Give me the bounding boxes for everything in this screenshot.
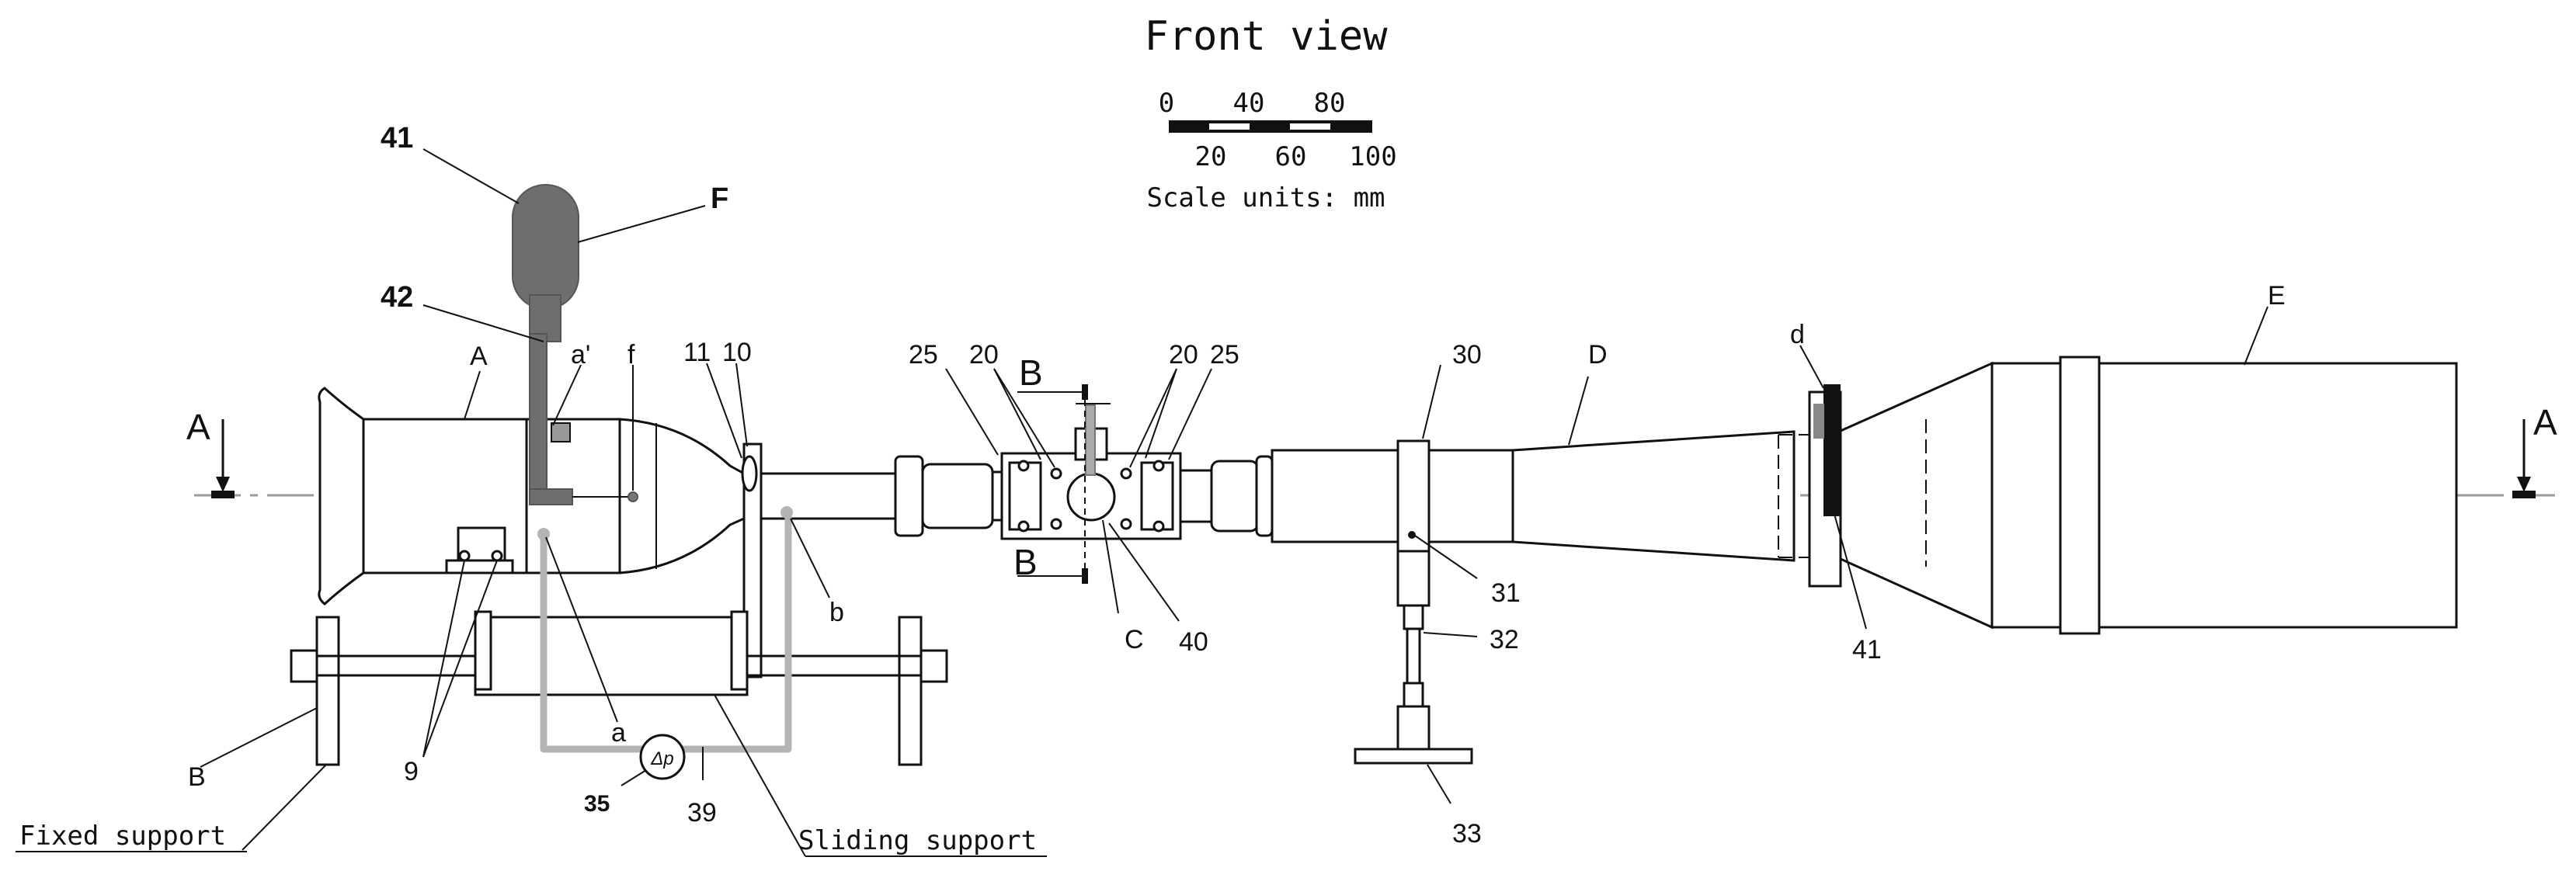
scale-tick-40: 40 [1233, 88, 1265, 119]
differential-pressure-gauge: Δp [639, 734, 686, 780]
section-a-right-label: A [2533, 402, 2557, 442]
section-a-left-label: A [186, 407, 210, 447]
duct-right [1179, 439, 1514, 553]
flange-d [1808, 384, 1842, 588]
label-f: f [627, 340, 635, 370]
dp-label: Δp [650, 748, 673, 769]
fixed-support-label: Fixed support [19, 821, 226, 852]
label-33: 33 [1452, 819, 1482, 849]
section-mark-a-right: A [2512, 402, 2557, 498]
label-a-prime: a' [571, 340, 590, 370]
scale-tick-80: 80 [1314, 88, 1346, 119]
label-41-bottom: 41 [1852, 635, 1882, 665]
probe-assembly [512, 184, 638, 505]
duct-left [894, 455, 1017, 537]
label-A-part: A [470, 342, 488, 371]
label-35: 35 [584, 791, 610, 817]
label-D: D [1588, 340, 1608, 370]
label-25-right: 25 [1210, 340, 1239, 370]
label-11: 11 [683, 338, 711, 367]
support-frame [290, 526, 948, 766]
scale-tick-20: 20 [1195, 141, 1227, 172]
valve-assembly [1000, 384, 1182, 584]
label-9: 9 [404, 757, 419, 786]
scale-tick-0: 0 [1159, 88, 1174, 119]
label-32: 32 [1490, 625, 1519, 654]
section-b-top-label: B [1019, 352, 1043, 393]
leader-lines [16, 148, 2268, 857]
label-42: 42 [381, 281, 413, 314]
section-e [1839, 356, 2458, 635]
diagram-title: Front view [1144, 13, 1388, 60]
sliding-support-label: Sliding support [798, 825, 1037, 856]
label-F: F [711, 182, 728, 215]
section-mark-a-left: A [186, 407, 235, 498]
label-41-top: 41 [381, 122, 413, 154]
scale-bar: 0 40 80 20 60 100 Scale units: mm [1146, 88, 1396, 213]
scale-tick-60: 60 [1275, 141, 1307, 172]
label-40: 40 [1179, 627, 1208, 657]
label-a: a [611, 718, 626, 748]
label-25-left: 25 [909, 340, 938, 370]
adjustable-stand [1354, 531, 1473, 765]
label-b: b [829, 598, 844, 627]
label-30: 30 [1452, 340, 1482, 370]
scale-tick-100: 100 [1349, 141, 1396, 172]
label-20-left: 20 [969, 340, 999, 370]
label-39: 39 [687, 798, 717, 828]
label-E: E [2268, 281, 2286, 311]
scale-units: Scale units: mm [1146, 182, 1385, 213]
label-B-part: B [188, 762, 206, 792]
label-10: 10 [722, 338, 752, 367]
label-d: d [1790, 320, 1805, 349]
label-31: 31 [1491, 578, 1521, 608]
label-20-right: 20 [1169, 340, 1198, 370]
section-b-bottom-label: B [1013, 542, 1038, 582]
inlet-bellmouth [318, 387, 528, 606]
label-C: C [1125, 625, 1144, 654]
